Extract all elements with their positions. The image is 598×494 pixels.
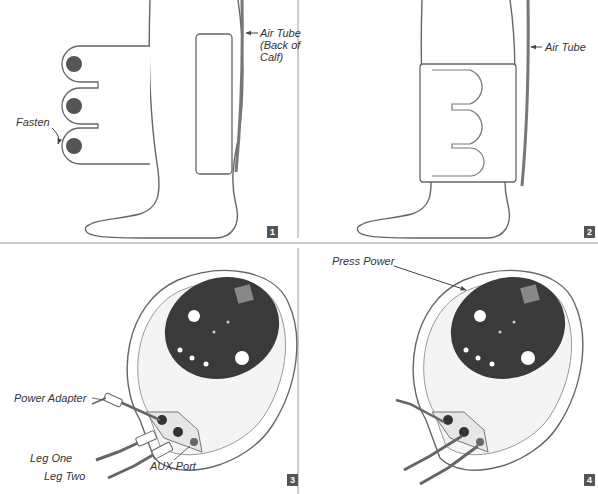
panel-number: 4	[584, 474, 595, 486]
air-tube-label: Air Tube	[545, 41, 586, 53]
panel-number: 2	[584, 226, 595, 238]
leg-two-label: Leg Two	[44, 470, 85, 482]
panel-number: 3	[287, 474, 298, 486]
press-power-label: Press Power	[332, 255, 394, 267]
power-adapter-label: Power Adapter	[14, 392, 86, 404]
leg-one-label: Leg One	[30, 452, 72, 464]
aux-port-label: AUX Port	[150, 460, 196, 472]
panel-number: 1	[267, 226, 278, 238]
air-tube-label: Air Tube (Back of Calf)	[260, 27, 312, 63]
fasten-label: Fasten	[16, 116, 50, 128]
